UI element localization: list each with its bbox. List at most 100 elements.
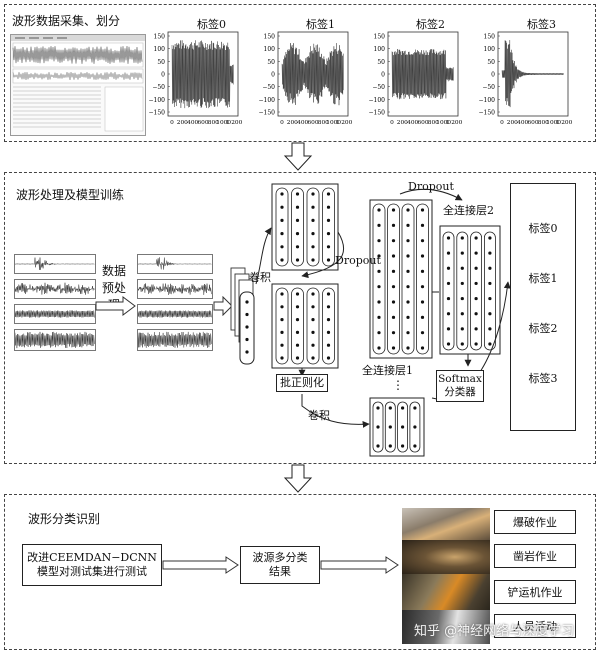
neuron xyxy=(420,239,425,243)
neuron xyxy=(406,239,410,243)
neuron-column xyxy=(275,287,289,365)
x-tick-label: 1 200 xyxy=(226,120,243,126)
neuron xyxy=(391,300,396,304)
y-tick-label: −50 xyxy=(152,84,165,91)
neuron-column xyxy=(456,231,469,351)
mini-waveform-line xyxy=(14,310,95,318)
neuron xyxy=(420,300,425,304)
neuron xyxy=(311,205,315,209)
y-tick-label: 50 xyxy=(377,59,385,66)
neuron xyxy=(311,305,315,309)
neuron xyxy=(488,281,492,286)
neuron xyxy=(488,251,492,255)
neuron xyxy=(488,266,492,270)
photo-personnel xyxy=(402,610,490,644)
neuron xyxy=(420,285,425,289)
neuron-column xyxy=(322,287,335,365)
neuron xyxy=(377,285,381,289)
processed-waveform-3 xyxy=(137,329,213,351)
test-box-line1: 改进CEEMDAN−DCNN xyxy=(27,551,157,564)
x-tick-label: 1000 xyxy=(546,120,561,126)
neuron xyxy=(326,245,331,249)
x-tick-label: 800 xyxy=(538,120,549,126)
mini-waveform-line xyxy=(137,283,212,296)
neuron xyxy=(245,312,249,317)
neuron-column xyxy=(401,203,415,355)
y-tick-label: 100 xyxy=(154,46,166,53)
softmax-box: Softmax 分类器 xyxy=(436,370,484,402)
raw-waveform-2 xyxy=(14,304,96,324)
neuron xyxy=(391,285,396,289)
neuron xyxy=(245,325,249,329)
output-label-0: 标签0 xyxy=(528,222,558,235)
output-label-2: 标签2 xyxy=(528,322,558,335)
acquisition-software-screenshot xyxy=(10,34,146,136)
neuron xyxy=(488,296,492,301)
y-tick-label: 150 xyxy=(154,34,166,41)
down-arrow-2 xyxy=(283,464,313,493)
neuron xyxy=(420,254,425,258)
neuron xyxy=(377,300,381,304)
neuron xyxy=(326,305,331,309)
panel-data-collection xyxy=(4,4,596,142)
y-tick-label: 50 xyxy=(267,59,275,66)
output-labels-column: 标签0 标签1 标签2 标签3 xyxy=(510,183,576,431)
neuron xyxy=(446,312,451,316)
y-tick-label: −50 xyxy=(372,84,385,91)
neuron xyxy=(280,258,284,262)
panel-classification xyxy=(4,494,596,650)
y-tick-label: 150 xyxy=(484,34,496,41)
neuron-column xyxy=(470,231,483,351)
x-tick-label: 0 xyxy=(170,120,174,126)
plot-title-label2: 标签2 xyxy=(416,18,445,31)
neuron xyxy=(326,318,331,322)
neuron-column xyxy=(416,203,429,355)
neuron xyxy=(295,330,300,334)
neuron xyxy=(401,444,405,448)
photo-loader xyxy=(402,574,490,610)
neuron xyxy=(295,218,300,222)
down-arrow-1 xyxy=(283,142,313,171)
neuron xyxy=(446,296,451,301)
neuron xyxy=(280,305,284,309)
neuron xyxy=(413,444,417,448)
neuron xyxy=(446,266,451,270)
neuron xyxy=(420,208,425,212)
neuron xyxy=(460,312,464,316)
neuron xyxy=(391,223,396,227)
watermark: 知乎 @神经网络与深度学习 xyxy=(414,624,575,639)
result-box: 波源多分类 结果 xyxy=(240,546,320,584)
x-tick-label: 0 xyxy=(390,120,394,126)
neuron xyxy=(420,346,425,350)
y-tick-label: −100 xyxy=(479,97,496,104)
neuron xyxy=(326,218,331,222)
y-tick-label: 100 xyxy=(484,46,496,53)
neuron-column xyxy=(306,287,320,365)
neuron xyxy=(446,342,451,346)
neuron xyxy=(446,251,451,255)
neuron xyxy=(326,232,331,236)
neuron xyxy=(311,318,315,322)
photo-blasting xyxy=(402,508,490,540)
y-tick-label: 150 xyxy=(374,34,386,41)
neuron xyxy=(391,254,396,258)
arrow-test-to-result xyxy=(162,556,239,574)
neuron-column xyxy=(275,187,289,267)
x-tick-label: 800 xyxy=(318,120,329,126)
category-loader: 铲运机作业 xyxy=(494,580,576,604)
neuron xyxy=(420,269,425,273)
y-tick-label: 100 xyxy=(264,46,276,53)
x-tick-label: 400 xyxy=(297,120,308,126)
neuron xyxy=(488,312,492,316)
waveform-line xyxy=(501,40,564,108)
mini-waveform-line xyxy=(14,257,95,270)
neuron xyxy=(295,232,300,236)
label-conv1: 卷积 xyxy=(249,271,271,284)
neuron xyxy=(460,281,464,286)
y-tick-label: −50 xyxy=(262,84,275,91)
panel-title-classification: 波形分类识别 xyxy=(28,512,101,526)
x-tick-label: 1 200 xyxy=(336,120,353,126)
x-tick-label: 600 xyxy=(417,120,428,126)
